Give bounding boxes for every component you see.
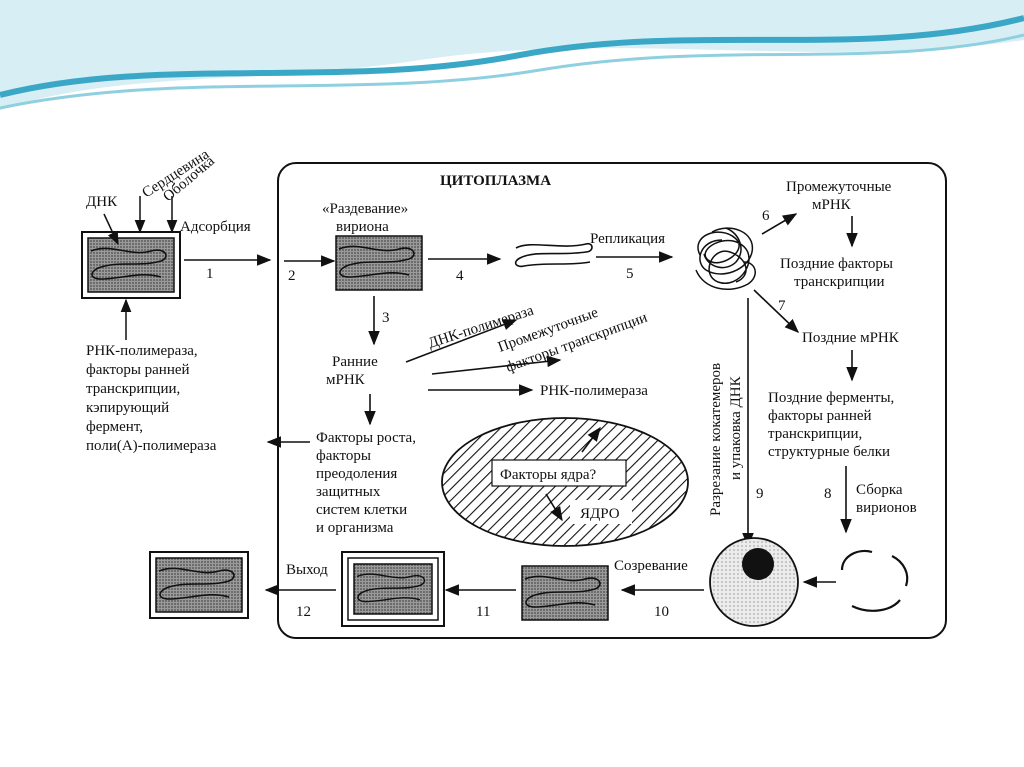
replication-label: Репликация bbox=[590, 231, 665, 247]
assembly-label: Сборка bbox=[856, 482, 903, 498]
cytoplasm-label: ЦИТОПЛАЗМА bbox=[440, 173, 551, 189]
intermediate-mrna-label: Промежуточные bbox=[786, 179, 892, 195]
virion-enzymes-line: поли(А)-полимераза bbox=[86, 438, 217, 454]
maturation-label: Созревание bbox=[614, 558, 688, 574]
adsorption-label: Адсорбция bbox=[180, 219, 251, 235]
growth-factors-line: факторы bbox=[316, 448, 371, 464]
arrow-step-6 bbox=[761, 213, 798, 235]
step-2: 2 bbox=[288, 268, 296, 284]
step-6: 6 bbox=[762, 208, 770, 224]
header-banner bbox=[0, 0, 1024, 110]
immature-particle bbox=[709, 537, 799, 627]
intermediate-mrna-label: мРНК bbox=[812, 197, 852, 213]
virion-enzymes-list: РНК-полимераза, факторы ранней транскрип… bbox=[86, 343, 217, 454]
growth-factors-line: Факторы роста, bbox=[316, 430, 416, 446]
virion-enzymes-line: факторы ранней bbox=[86, 362, 190, 378]
nuclear-factors-label: Факторы ядра? bbox=[500, 467, 596, 483]
step-4: 4 bbox=[456, 268, 464, 284]
uncoated-virion bbox=[335, 235, 423, 291]
virion-enzymes-line: кэпирующий bbox=[86, 400, 169, 416]
assembling-shell bbox=[840, 549, 909, 612]
early-mrna-label: Ранние bbox=[332, 354, 378, 370]
arrow-step-7 bbox=[753, 289, 800, 333]
late-products-line: факторы ранней bbox=[768, 408, 872, 424]
late-factors-label: Поздние факторы bbox=[780, 256, 893, 272]
mature-core bbox=[521, 565, 609, 621]
late-mrna-label: Поздние мРНК bbox=[802, 330, 900, 346]
step-3: 3 bbox=[382, 310, 390, 326]
growth-factors-line: систем клетки bbox=[316, 502, 407, 518]
growth-factors-line: и организма bbox=[316, 520, 394, 536]
concatemer-label: и упаковка ДНК bbox=[728, 375, 744, 480]
uncoating-label: вириона bbox=[336, 219, 389, 235]
step-7: 7 bbox=[778, 298, 786, 314]
step-8: 8 bbox=[824, 486, 832, 502]
step-11: 11 bbox=[476, 604, 490, 620]
step-12: 12 bbox=[296, 604, 311, 620]
released-virion bbox=[149, 551, 249, 619]
uncoating-label: «Раздевание» bbox=[322, 201, 408, 217]
late-products-list: Поздние ферменты, факторы ранней транскр… bbox=[768, 390, 894, 460]
cytoplasm-frame bbox=[277, 162, 947, 639]
growth-factors-list: Факторы роста, факторы преодоления защит… bbox=[316, 430, 416, 536]
assembly-label: вирионов bbox=[856, 500, 917, 516]
concatemer-label: Разрезание кокатемеров bbox=[708, 363, 724, 516]
step-10: 10 bbox=[654, 604, 669, 620]
early-mrna-label: мРНК bbox=[326, 372, 366, 388]
virion-outside bbox=[81, 231, 181, 299]
late-products-line: структурные белки bbox=[768, 444, 890, 460]
step-9: 9 bbox=[756, 486, 764, 502]
late-factors-label: транскрипции bbox=[794, 274, 885, 290]
wrapped-virion bbox=[341, 551, 445, 627]
dna-label: ДНК bbox=[86, 194, 118, 210]
virion-enzymes-line: фермент, bbox=[86, 419, 143, 435]
virion-enzymes-line: РНК-полимераза, bbox=[86, 343, 198, 359]
free-dna bbox=[514, 242, 593, 268]
nucleus bbox=[441, 417, 689, 547]
growth-factors-line: преодоления bbox=[316, 466, 397, 482]
virion-enzymes-line: транскрипции, bbox=[86, 381, 180, 397]
step-1: 1 bbox=[206, 266, 214, 282]
late-products-line: транскрипции, bbox=[768, 426, 862, 442]
rna-polymerase-label: РНК-полимераза bbox=[540, 383, 648, 399]
replicated-dna-tangle bbox=[695, 227, 756, 291]
late-products-line: Поздние ферменты, bbox=[768, 390, 894, 406]
exit-label: Выход bbox=[286, 562, 328, 578]
nucleus-label: ЯДРО bbox=[580, 506, 620, 522]
step-5: 5 bbox=[626, 266, 634, 282]
growth-factors-line: защитных bbox=[316, 484, 381, 500]
